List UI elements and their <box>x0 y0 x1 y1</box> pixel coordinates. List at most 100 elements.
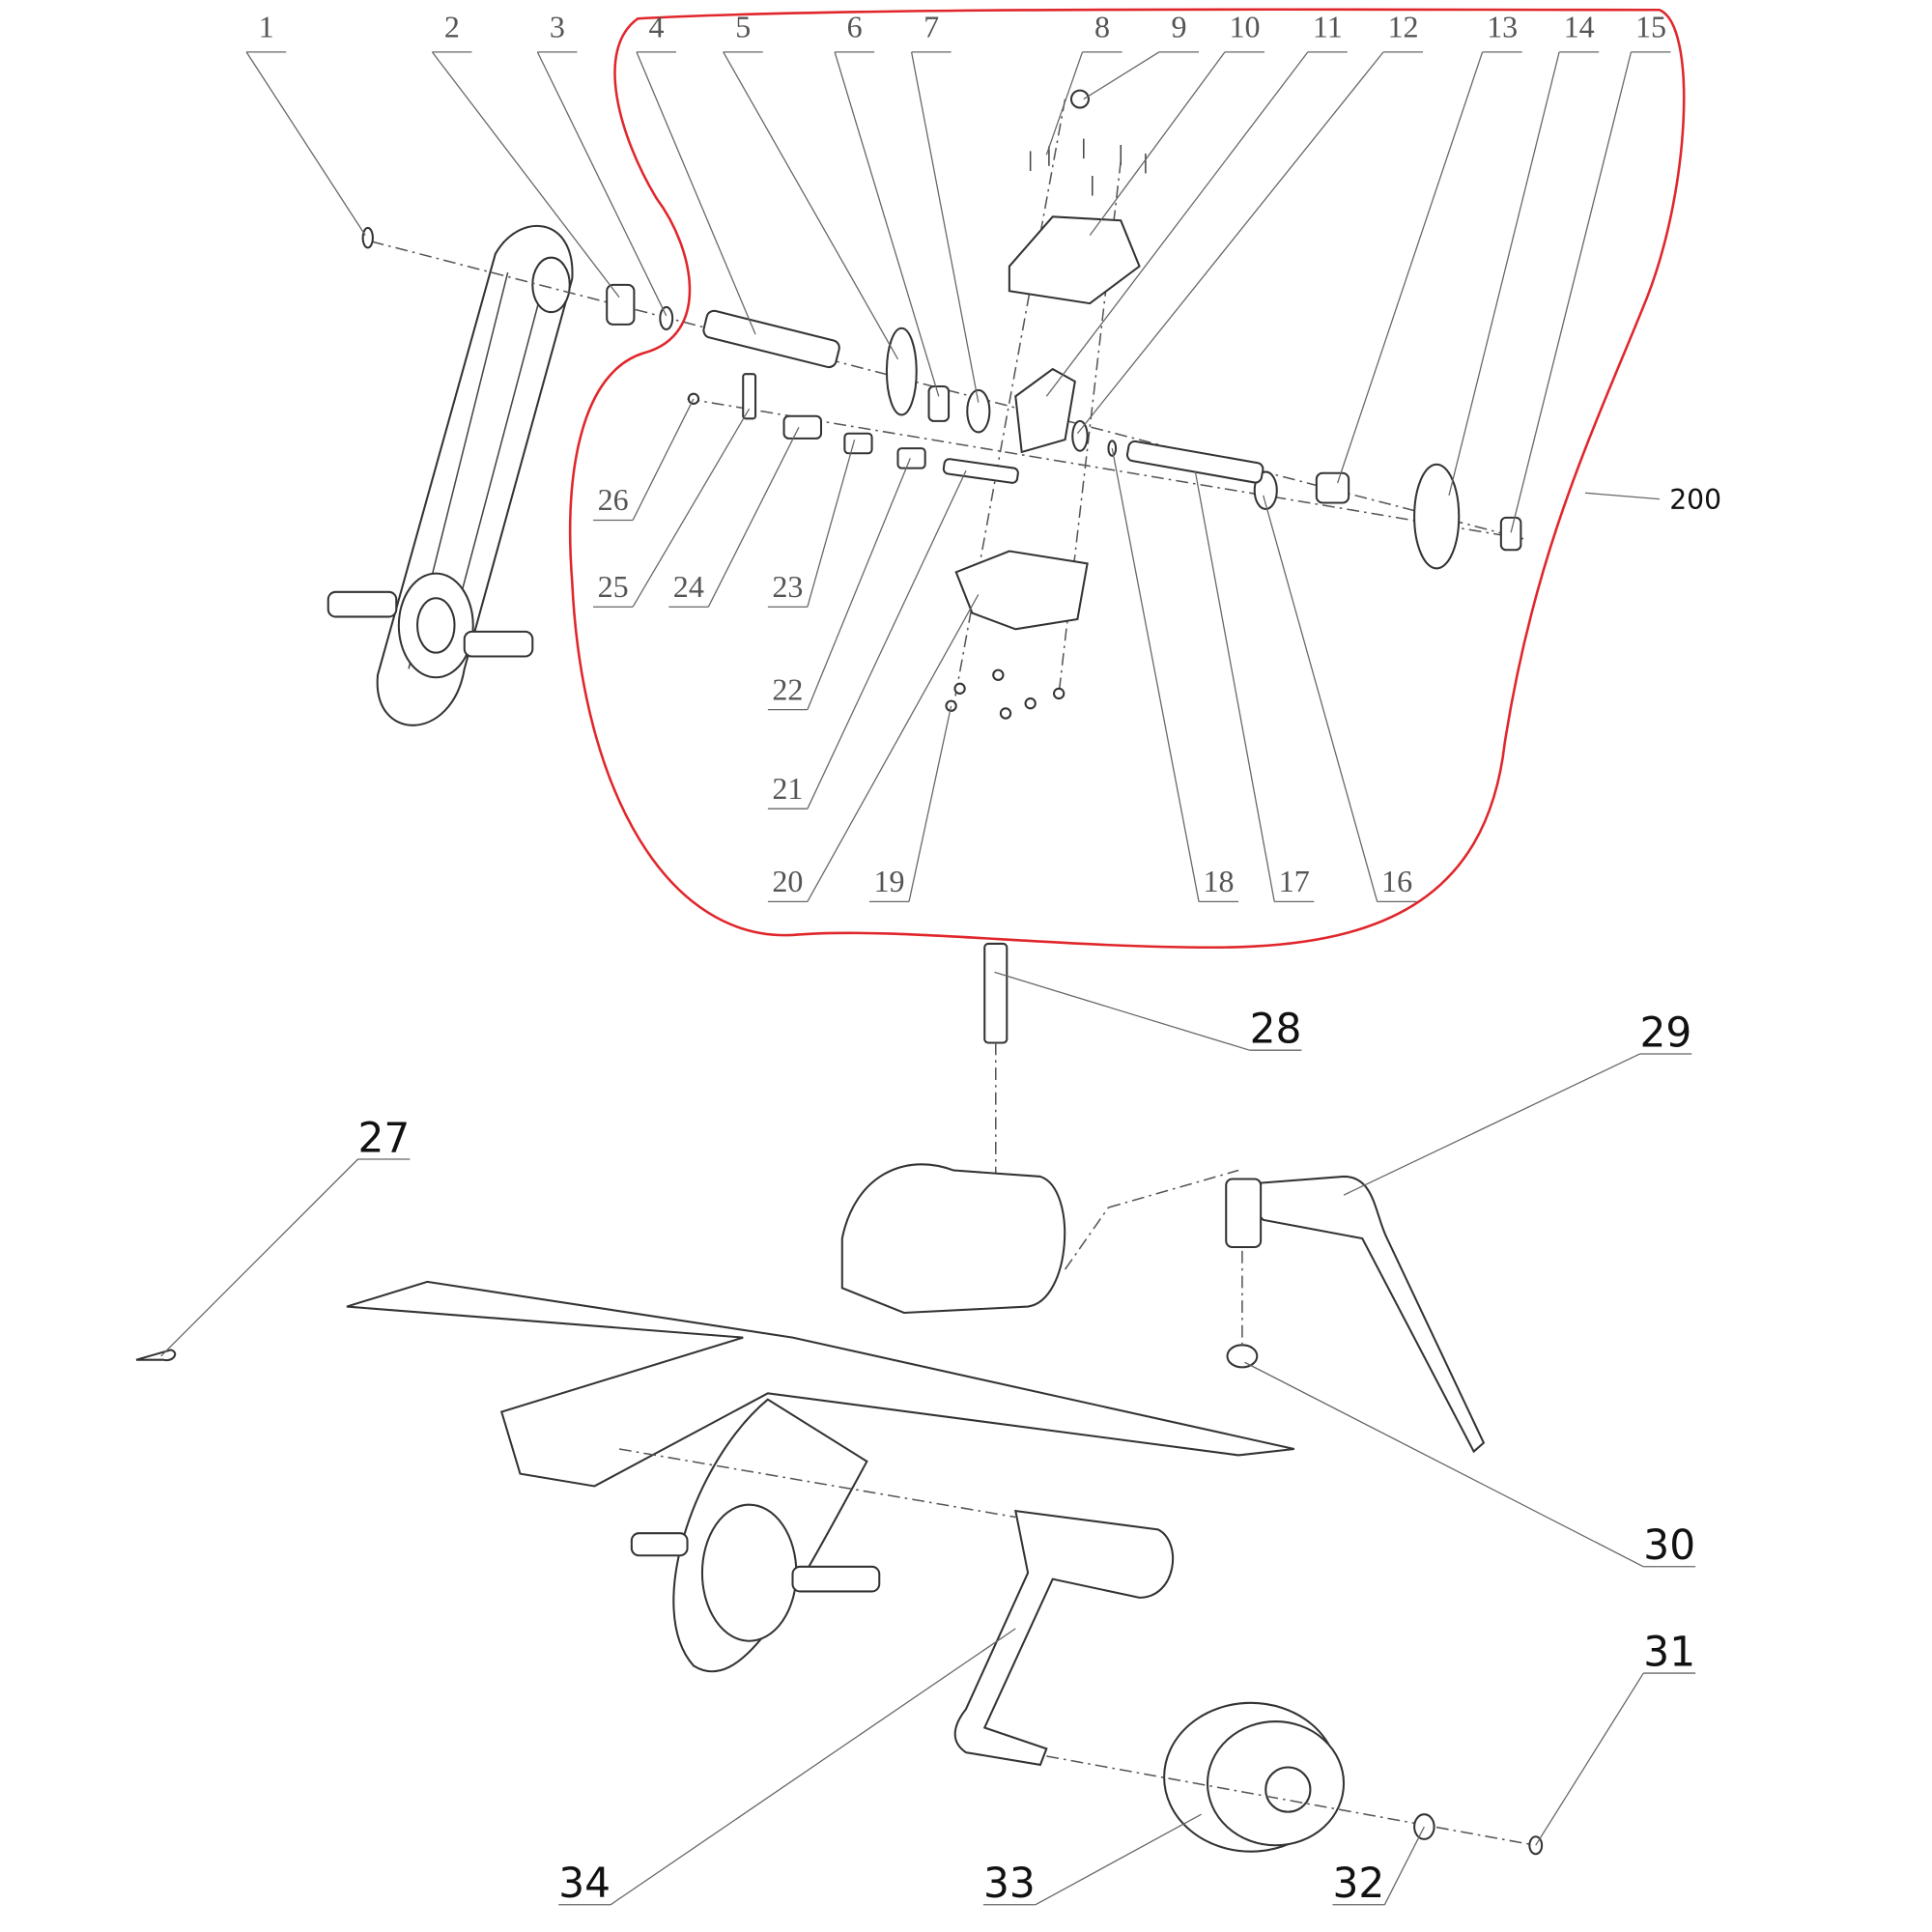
part-3-circlip <box>659 305 674 331</box>
part-14-worm-gear <box>1413 463 1461 570</box>
chain-case <box>327 224 574 726</box>
part-25-key <box>742 373 757 420</box>
callout-leader-34 <box>610 1628 1016 1906</box>
callout-19: 19 <box>873 864 904 898</box>
part-11-collar <box>1014 367 1076 454</box>
callout-2: 2 <box>444 9 460 43</box>
callout-leader-6 <box>834 51 940 397</box>
callout-28: 28 <box>1250 1005 1302 1052</box>
callout-25: 25 <box>598 569 629 604</box>
callout-leader-32 <box>1383 1826 1425 1906</box>
callout-leader-19 <box>908 705 952 902</box>
part-23-bushing <box>843 432 873 455</box>
callout-leader-31 <box>1535 1672 1644 1846</box>
callout-30: 30 <box>1643 1521 1695 1569</box>
callout-leader-18 <box>1111 447 1200 902</box>
callout-33: 33 <box>983 1860 1036 1907</box>
callout-32: 32 <box>1332 1860 1384 1907</box>
part-27-hairpin-clip <box>135 1349 177 1362</box>
callout-leader-15 <box>1510 51 1633 533</box>
part-9-plug <box>1069 89 1090 109</box>
part-24-spring <box>782 414 823 440</box>
callout-leader-29 <box>1343 1053 1640 1196</box>
part-30-nut <box>1226 1344 1259 1369</box>
part-7-gear <box>966 388 991 434</box>
callout-34: 34 <box>558 1860 611 1907</box>
callout-24: 24 <box>673 569 704 604</box>
callout-leader-4 <box>636 51 756 335</box>
callout-13: 13 <box>1487 9 1518 43</box>
callout-leader-22 <box>807 458 911 710</box>
callout-leader-21 <box>807 469 967 810</box>
part-1-circlip <box>361 226 374 249</box>
callout-leader-9 <box>1083 51 1160 100</box>
callout-leader-20 <box>807 594 980 902</box>
callout-leader-7 <box>910 51 980 403</box>
part-34-wheel-bracket <box>953 1509 1175 1767</box>
callout-leader-16 <box>1263 495 1378 902</box>
callout-leader-11 <box>1045 51 1309 397</box>
callout-leader-23 <box>807 439 856 608</box>
callout-16: 16 <box>1381 864 1412 898</box>
callout-17: 17 <box>1279 864 1310 898</box>
part-10-upper-housing <box>1008 215 1141 305</box>
callout-26: 26 <box>598 482 629 517</box>
callout-leader-3 <box>536 51 668 317</box>
part-6-bearing <box>927 384 951 422</box>
group-label-200: 200 <box>1669 484 1721 516</box>
callout-11: 11 <box>1313 9 1343 43</box>
callout-leader-10 <box>1089 51 1226 236</box>
part-8-screws <box>1029 138 1147 196</box>
part-29-depth-stake <box>1230 1175 1486 1454</box>
callout-15: 15 <box>1635 9 1666 43</box>
callout-leader-24 <box>707 427 800 608</box>
callout-6: 6 <box>847 9 863 43</box>
part-12-gear <box>1071 419 1089 452</box>
callout-1: 1 <box>259 9 274 43</box>
part-5-sprocket <box>885 327 918 416</box>
callout-9: 9 <box>1171 9 1186 43</box>
callout-leader-25 <box>632 408 751 608</box>
callout-leader-14 <box>1448 51 1560 496</box>
part-4-shaft <box>702 309 840 369</box>
part-28-pin <box>983 942 1009 1044</box>
callout-31: 31 <box>1643 1628 1695 1675</box>
gearbox-assembly <box>840 1163 1066 1315</box>
callout-7: 7 <box>923 9 939 43</box>
callout-leader-5 <box>723 51 899 360</box>
part-22-bushing <box>896 447 926 469</box>
callout-12: 12 <box>1388 9 1419 43</box>
part-15-bearing <box>1499 516 1522 552</box>
callout-leader-17 <box>1194 470 1275 902</box>
callout-leader-12 <box>1076 51 1384 435</box>
callout-8: 8 <box>1094 9 1110 43</box>
callout-leader-2 <box>431 51 620 298</box>
callout-leader-8 <box>1045 51 1084 156</box>
callout-14: 14 <box>1564 9 1595 43</box>
callout-5: 5 <box>735 9 751 43</box>
part-19-nuts <box>945 668 1065 720</box>
callout-22: 22 <box>772 671 803 706</box>
callout-23: 23 <box>772 569 803 604</box>
part-17-worm-shaft <box>1125 440 1264 484</box>
part-18-washer <box>1107 440 1118 457</box>
callout-leader-30 <box>1244 1361 1644 1568</box>
callout-leader-27 <box>160 1158 358 1357</box>
tine-frame <box>346 1280 1294 1488</box>
part-13-bushing <box>1315 471 1350 504</box>
group-200-leader <box>1584 492 1661 500</box>
callout-leader-1 <box>245 51 366 236</box>
gearbox-group-outline <box>569 8 1686 950</box>
callout-leader-28 <box>994 971 1250 1051</box>
callout-21: 21 <box>772 771 803 806</box>
callout-3: 3 <box>550 9 565 43</box>
callout-leader-33 <box>1035 1813 1202 1906</box>
part-20-lower-housing <box>954 550 1089 631</box>
callout-leader-26 <box>632 398 695 521</box>
callout-29: 29 <box>1639 1009 1691 1056</box>
callout-20: 20 <box>772 864 803 898</box>
callout-4: 4 <box>648 9 664 43</box>
part-21-pin <box>942 458 1019 484</box>
